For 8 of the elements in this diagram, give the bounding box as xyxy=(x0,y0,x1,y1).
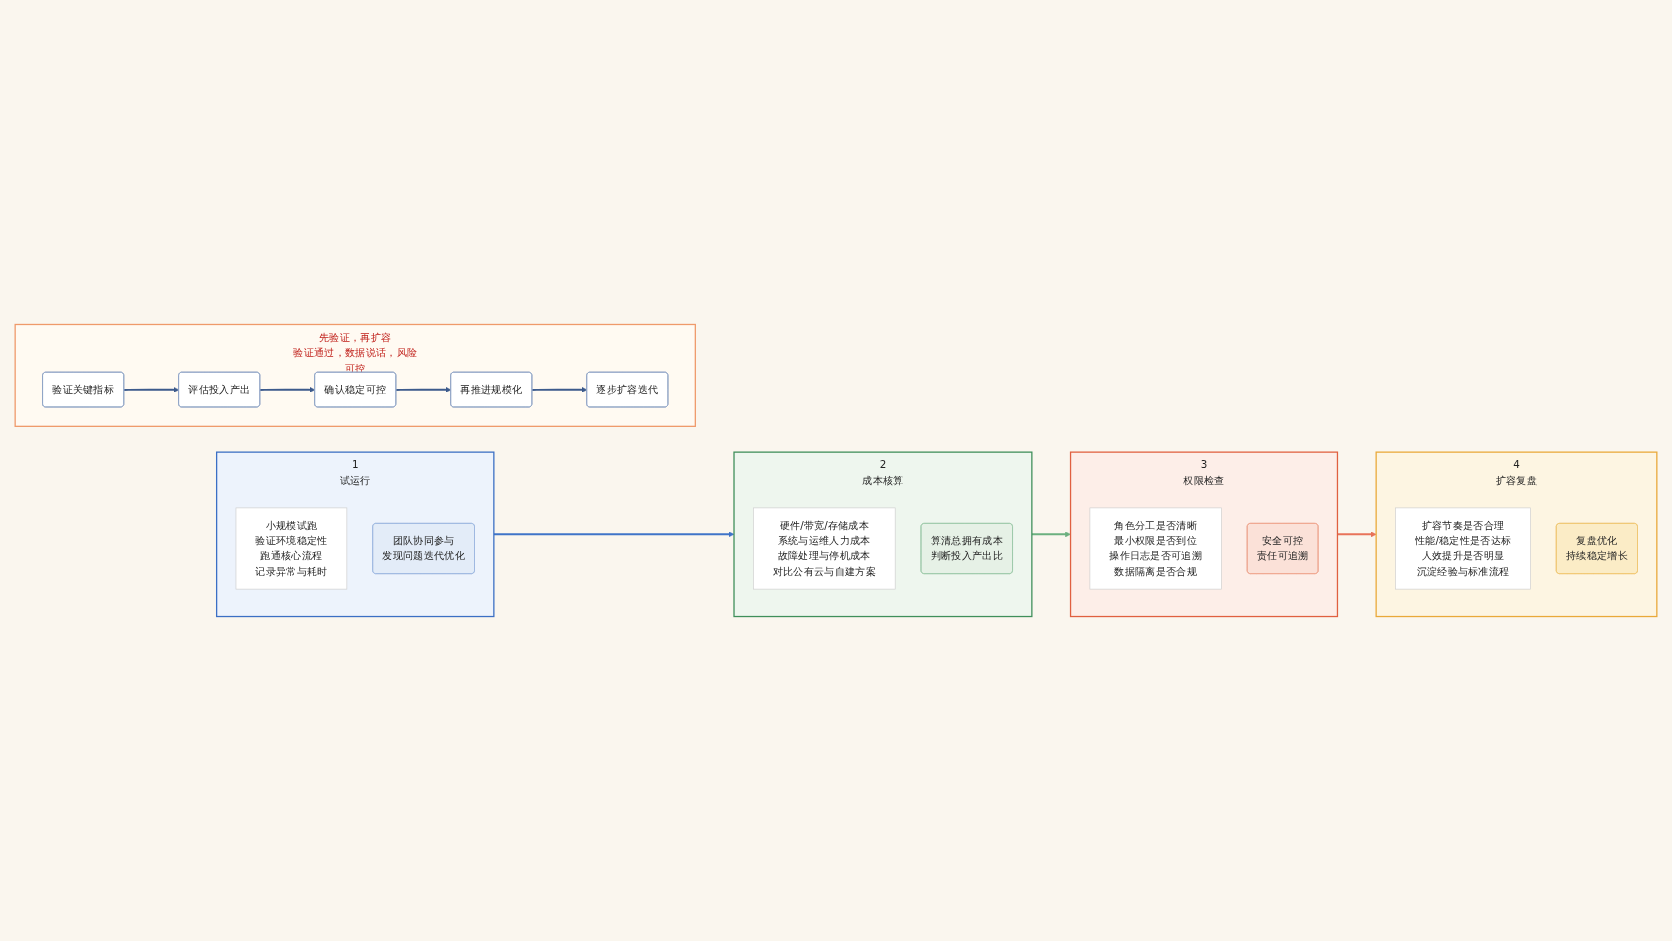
arrow xyxy=(395,387,452,393)
arrow xyxy=(123,387,180,393)
arrow xyxy=(259,387,316,393)
node-box: 小规模试跑 验证环境稳定性 跑通核心流程 记录异常与耗时 xyxy=(235,507,348,590)
arrow xyxy=(531,387,588,393)
node-box: 角色分工是否清晰 最小权限是否到位 操作日志是否可追溯 数据隔离是否合规 xyxy=(1089,507,1222,590)
node-box: 扩容节奏是否合理 性能/稳定性是否达标 人效提升是否明显 沉淀经验与标准流程 xyxy=(1395,507,1531,590)
node-box: 硬件/带宽/存储成本 系统与运维人力成本 故障处理与停机成本 对比公有云与自建方案 xyxy=(753,507,896,590)
